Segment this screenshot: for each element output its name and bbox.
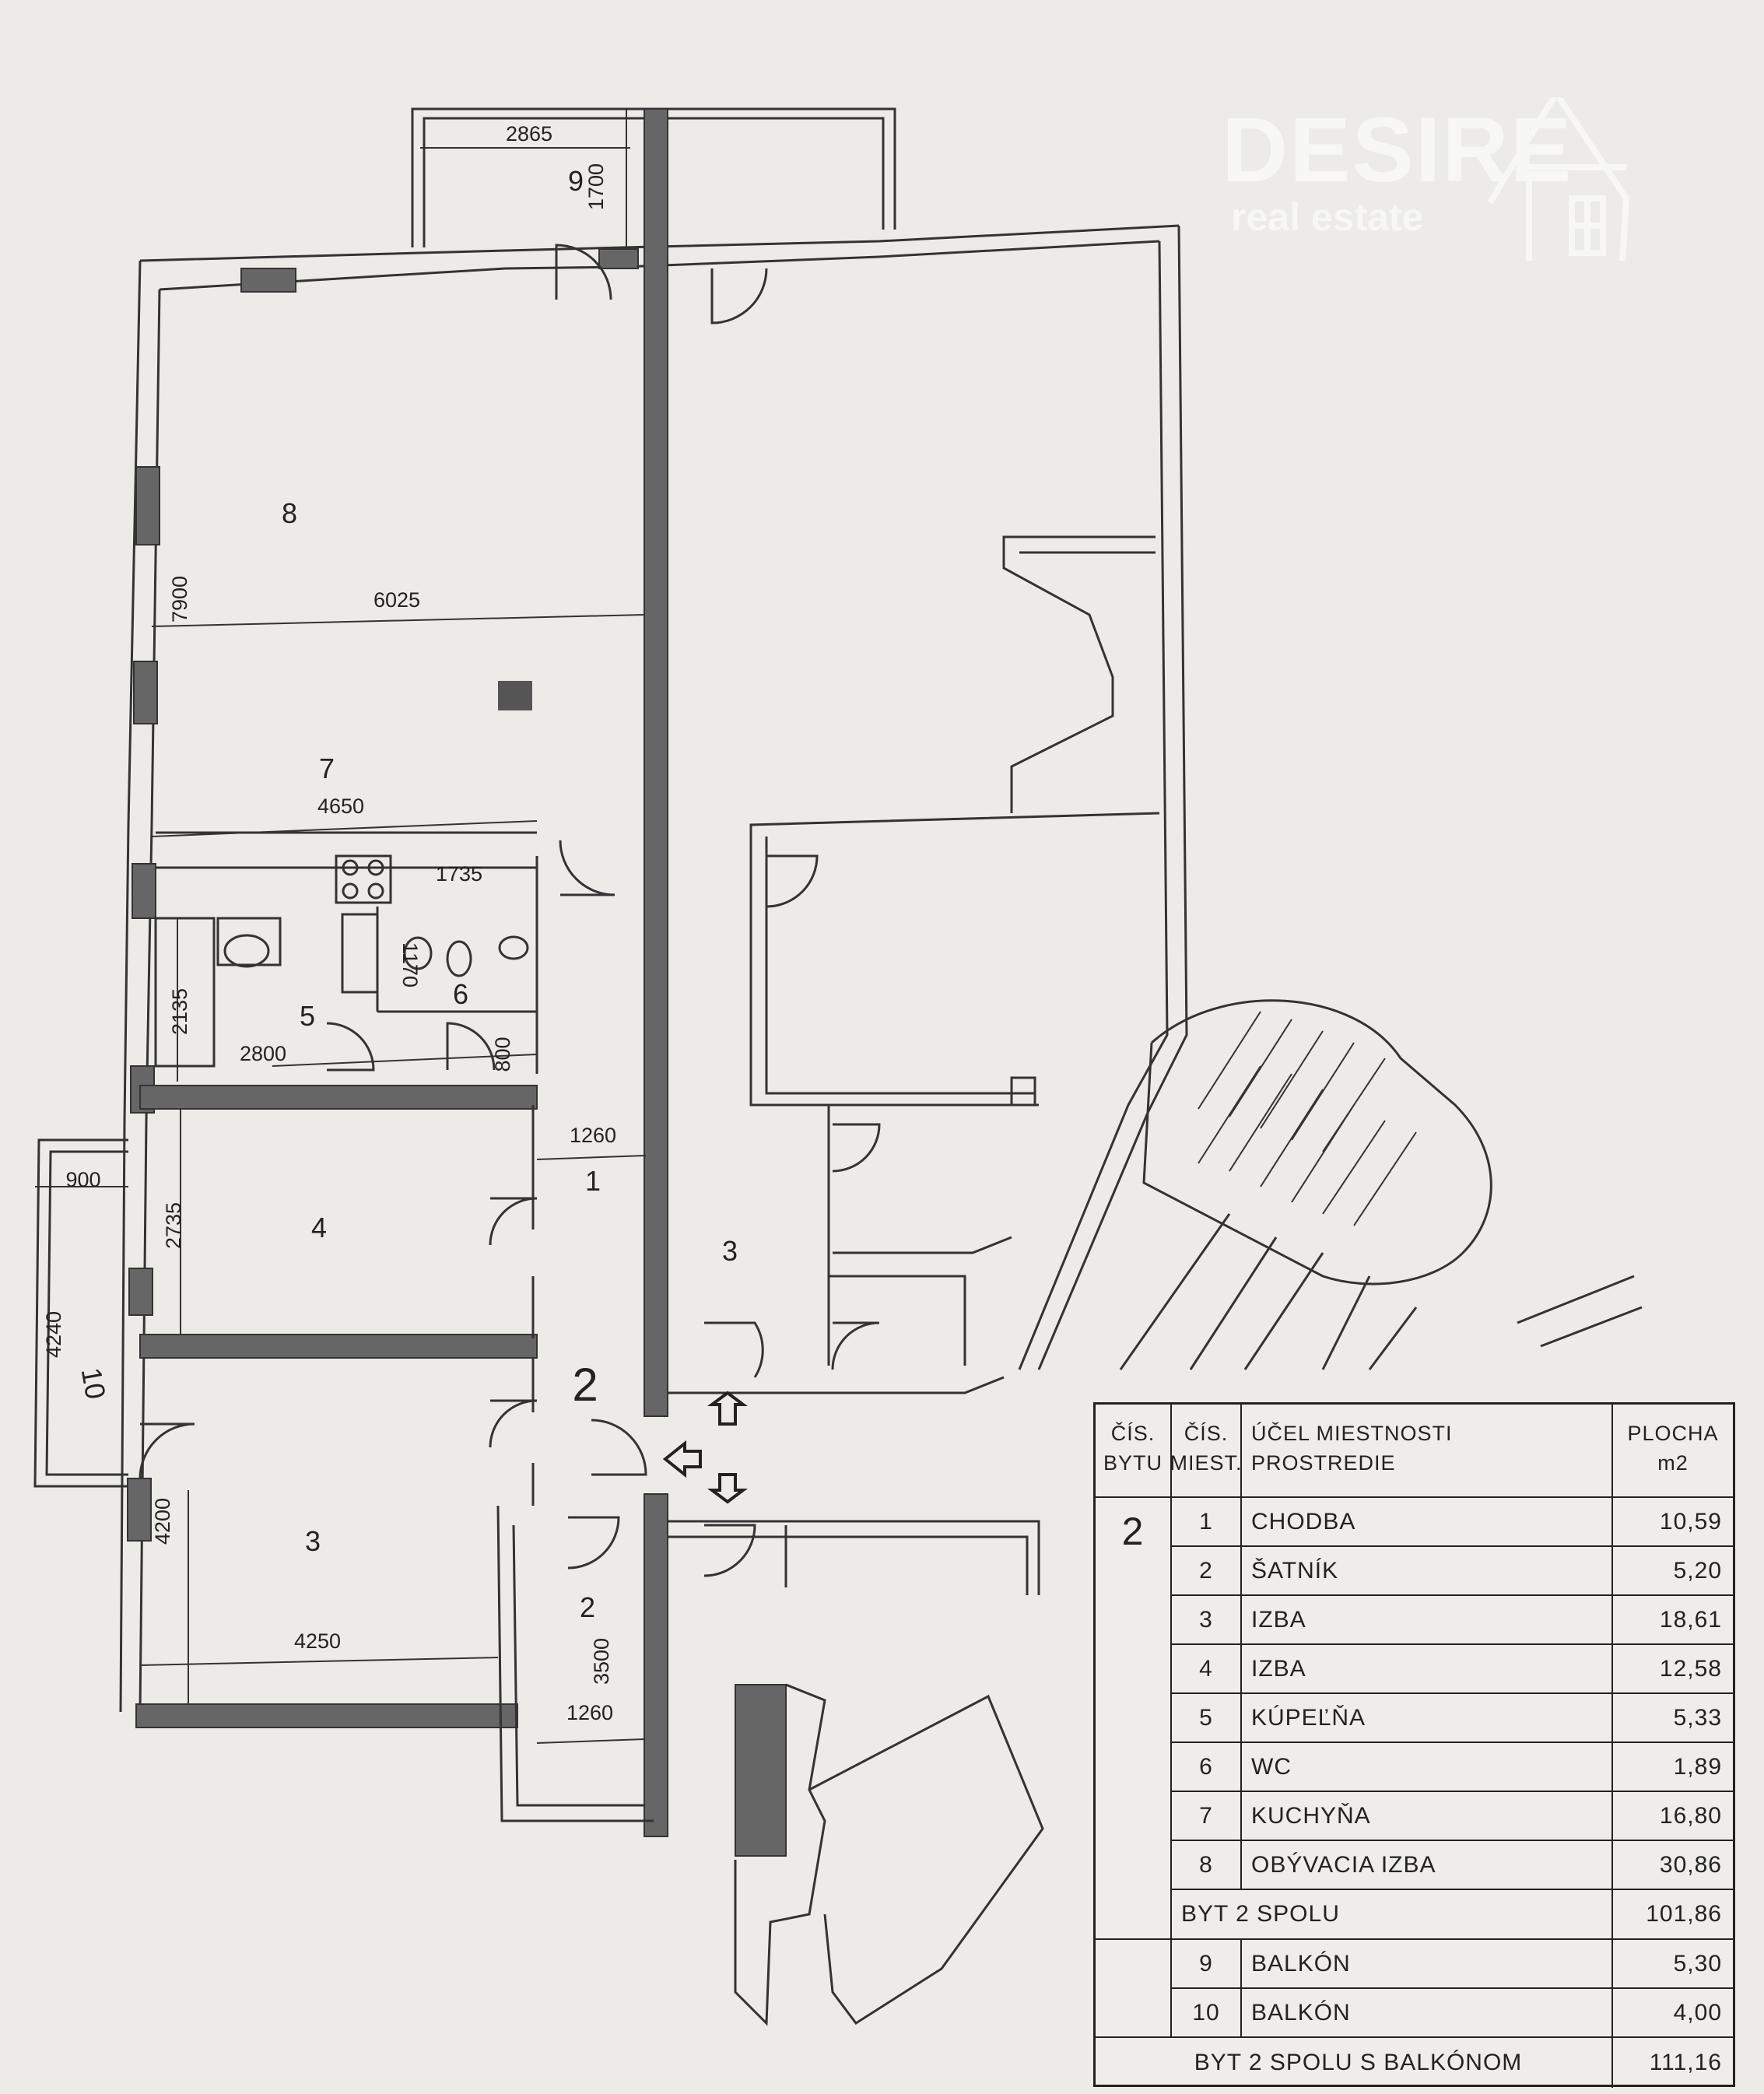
room-num: 6: [1172, 1743, 1242, 1792]
balcony-num: 9: [1172, 1940, 1242, 1989]
dim-2800: 2800: [240, 1042, 286, 1065]
desire-logo: DESIRE real estate: [1222, 97, 1727, 276]
room-area: 5,33: [1613, 1694, 1733, 1743]
dim-1700: 1700: [584, 163, 608, 210]
room-label-5: 5: [300, 1000, 315, 1032]
room-label-3-adjacent: 3: [722, 1235, 738, 1267]
dim-2865: 2865: [506, 122, 552, 146]
dim-3500: 3500: [590, 1638, 613, 1685]
room-num: 3: [1172, 1596, 1242, 1645]
room-num: 5: [1172, 1694, 1242, 1743]
room-label-10: 10: [75, 1366, 112, 1402]
dim-1735: 1735: [436, 862, 482, 886]
balcony-num: 10: [1172, 1989, 1242, 2038]
dim-2735: 2735: [162, 1202, 185, 1249]
dim-1260-bottom: 1260: [566, 1701, 613, 1724]
balcony-area: 4,00: [1613, 1989, 1733, 2038]
room-num: 1: [1172, 1498, 1242, 1547]
room-area: 12,58: [1613, 1645, 1733, 1694]
room-label-3: 3: [305, 1525, 321, 1557]
entry-arrows: [662, 1391, 748, 1504]
room-name: KUCHYŇA: [1242, 1792, 1613, 1841]
dim-900: 900: [65, 1168, 100, 1191]
room-name: WC: [1242, 1743, 1613, 1792]
room-area: 5,20: [1613, 1547, 1733, 1596]
dim-2135: 2135: [168, 988, 191, 1035]
room-label-4: 4: [311, 1212, 327, 1243]
logo-brand: DESIRE: [1222, 99, 1573, 202]
dim-7900: 7900: [168, 576, 191, 623]
dim-1170: 1170: [398, 942, 422, 987]
balcony-name: BALKÓN: [1242, 1989, 1613, 2038]
dim-4650: 4650: [317, 794, 364, 818]
adjacent-apartment: [668, 535, 1643, 2026]
room-name: CHODBA: [1242, 1498, 1613, 1547]
room-num: 7: [1172, 1792, 1242, 1841]
total-area: 111,16: [1649, 2050, 1722, 2075]
dim-4200: 4200: [151, 1498, 174, 1545]
room-label-8: 8: [282, 497, 297, 529]
room-name: KÚPEĽŇA: [1242, 1694, 1613, 1743]
room-num: 2: [1172, 1547, 1242, 1596]
subtotal-area: 101,86: [1613, 1890, 1733, 1940]
room-label-6: 6: [453, 978, 468, 1010]
apartment-number: 2: [1096, 1498, 1172, 1890]
total-label: BYT 2 SPOLU S BALKÓNOM: [1096, 2038, 1613, 2088]
room-name: IZBA: [1242, 1596, 1613, 1645]
room-area: 30,86: [1613, 1841, 1733, 1890]
room-label-7: 7: [319, 752, 335, 784]
room-area: 10,59: [1613, 1498, 1733, 1547]
room-area: 16,80: [1613, 1792, 1733, 1841]
room-name: IZBA: [1242, 1645, 1613, 1694]
dim-4240: 4240: [42, 1311, 65, 1358]
room-label-1: 1: [585, 1165, 601, 1197]
dim-1260-top: 1260: [570, 1124, 616, 1147]
header-room-number: ČÍS.MIEST.: [1170, 1405, 1242, 1498]
subtotal-spacer: [1096, 1890, 1172, 1940]
house-icon: [1487, 97, 1630, 261]
header-apartment-number: ČÍS.BYTU: [1096, 1405, 1172, 1498]
balcony-name: BALKÓN: [1242, 1940, 1613, 1989]
dimension-lines: [35, 109, 647, 1744]
room-num: 4: [1172, 1645, 1242, 1694]
room-area: 18,61: [1613, 1596, 1733, 1645]
subtotal-label: BYT 2 SPOLU: [1172, 1890, 1613, 1940]
room-name: ŠATNÍK: [1242, 1547, 1613, 1596]
room-name: OBÝVACIA IZBA: [1242, 1841, 1613, 1890]
room-num: 8: [1172, 1841, 1242, 1890]
logo-tagline: real estate: [1231, 195, 1424, 239]
dim-800: 800: [491, 1036, 514, 1072]
room-label-2-wardrobe: 2: [580, 1591, 595, 1623]
room-label-9: 9: [568, 165, 584, 197]
balcony-area: 5,30: [1613, 1940, 1733, 1989]
dim-6025: 6025: [373, 588, 420, 612]
room-area: 1,89: [1613, 1743, 1733, 1792]
apartment-walls: [33, 107, 1188, 1837]
room-label-2-hall: 2: [572, 1359, 598, 1411]
dim-4250: 4250: [294, 1629, 341, 1653]
balcony-spacer: [1096, 1940, 1172, 2038]
